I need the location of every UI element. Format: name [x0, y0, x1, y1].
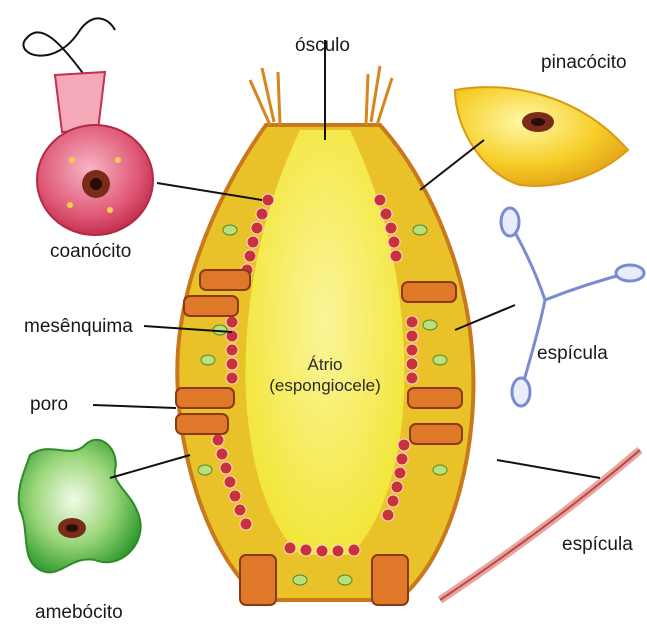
amebocyte-illustration: [19, 440, 141, 573]
label-atrio-line1: Átrio: [250, 354, 400, 375]
osculum-hairs: [250, 66, 392, 125]
label-amebocito: amebócito: [35, 603, 123, 622]
label-coanocito: coanócito: [50, 242, 131, 261]
monaxon-spicule: [440, 450, 640, 600]
choanocyte-illustration: [23, 18, 153, 235]
triradiate-spicule: [501, 208, 644, 406]
label-atrio: Átrio (espongiocele): [250, 354, 400, 397]
pinacocyte-illustration: [455, 87, 628, 186]
label-pinacocito: pinacócito: [541, 53, 627, 72]
label-espicula-top: espícula: [537, 344, 608, 363]
label-osculo: ósculo: [295, 36, 350, 55]
label-poro: poro: [30, 395, 68, 414]
label-mesenquima: mesênquima: [24, 317, 133, 336]
label-atrio-line2: (espongiocele): [250, 375, 400, 396]
label-espicula-bottom: espícula: [562, 535, 633, 554]
